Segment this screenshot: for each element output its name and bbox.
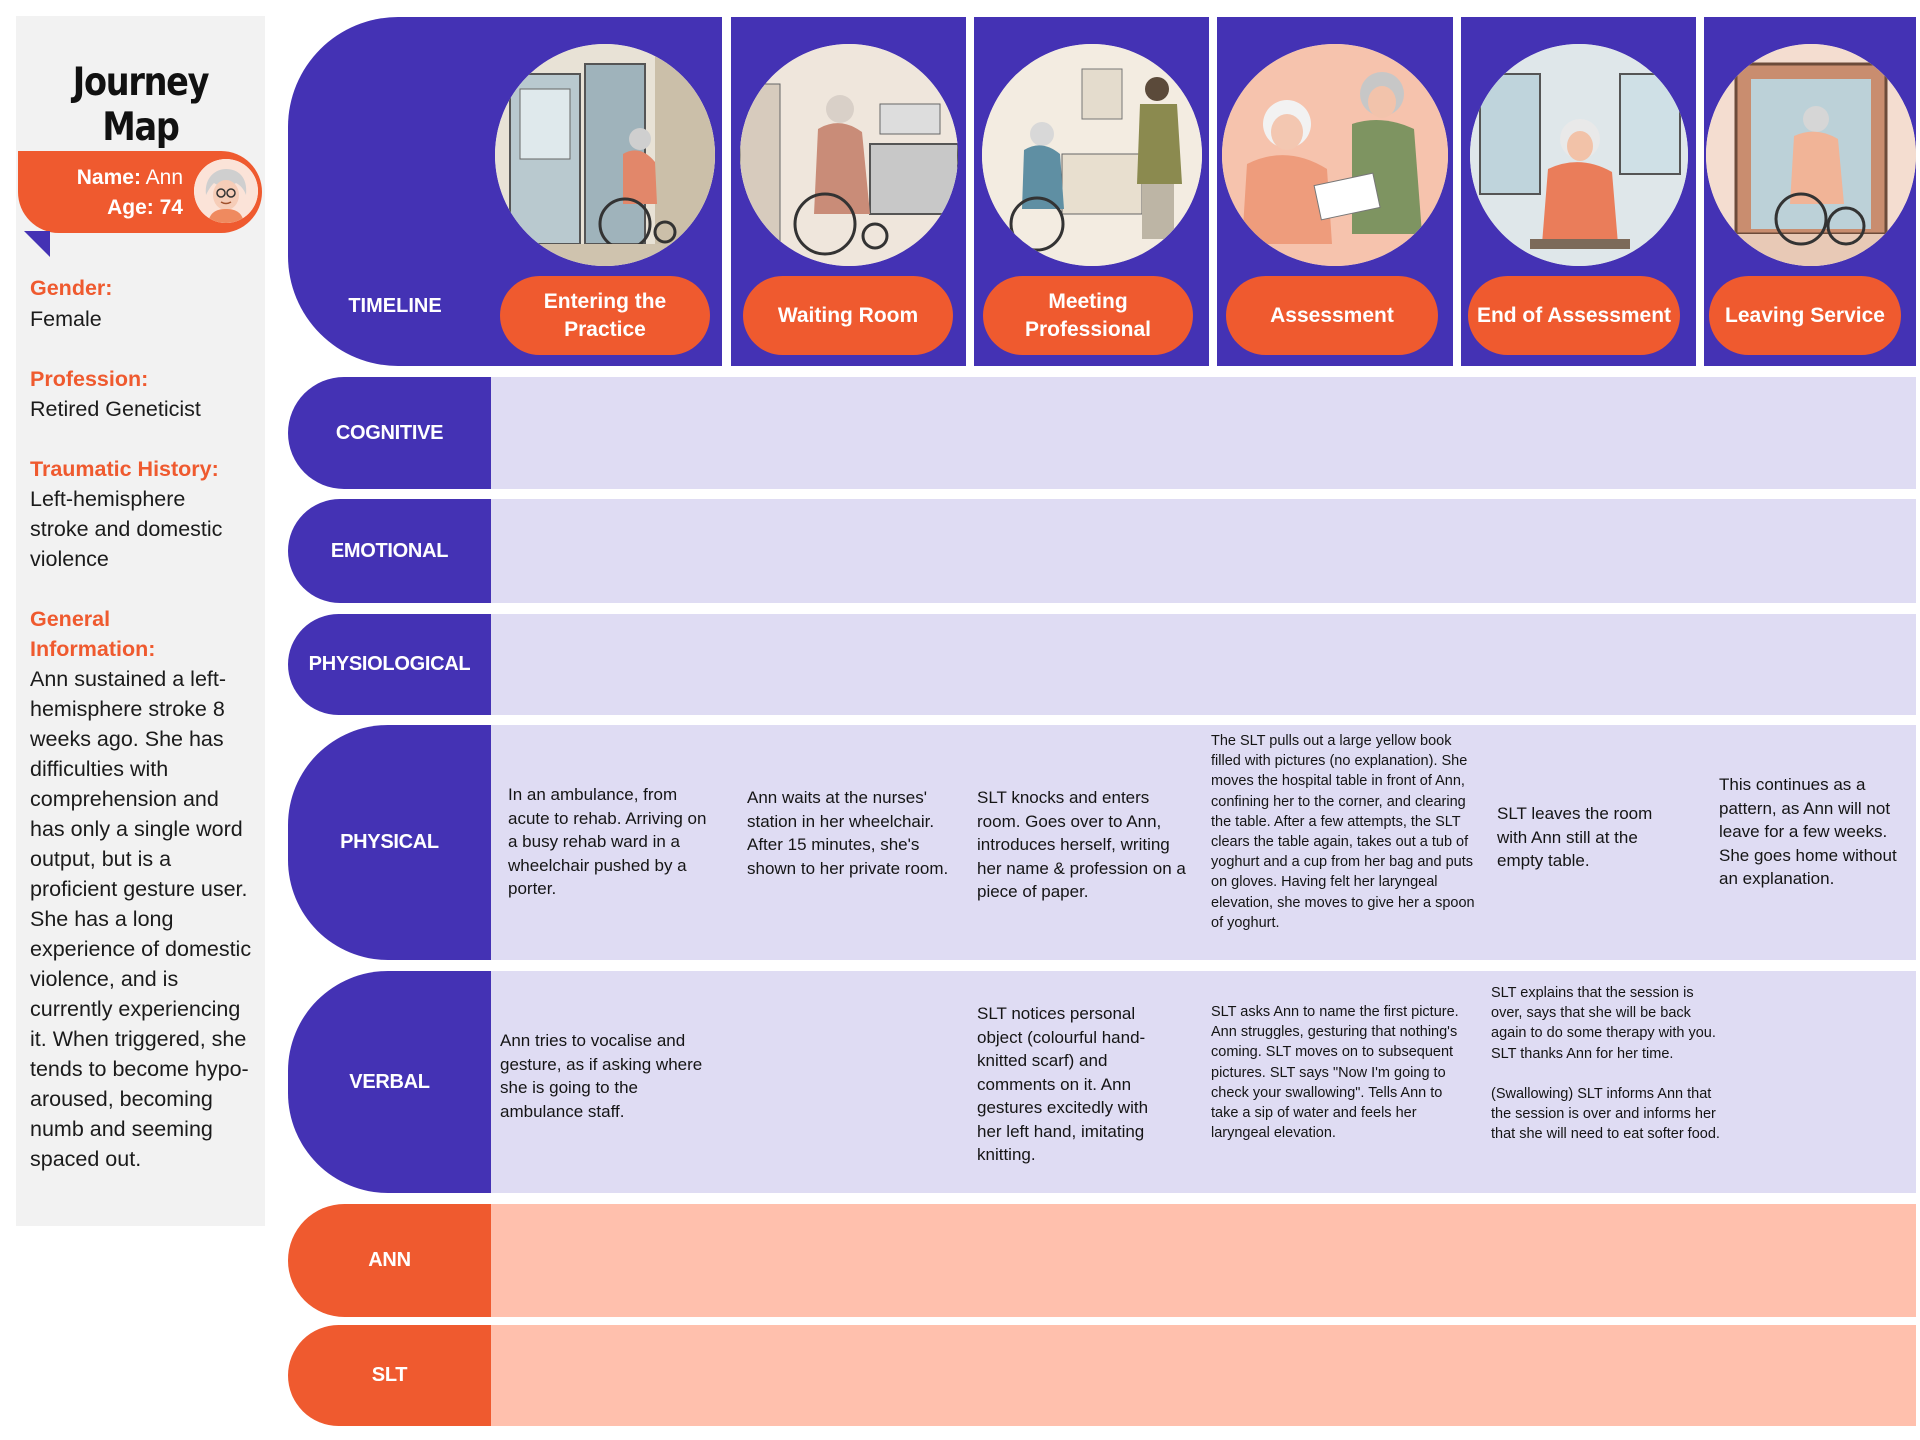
row-label-slt: SLT xyxy=(288,1325,491,1426)
physical-cell-assessment: The SLT pulls out a large yellow book fi… xyxy=(1211,733,1475,931)
general-info-value: Ann sustained a left-hemisphere stroke 8… xyxy=(30,667,252,1171)
row-body-ann xyxy=(491,1204,1916,1317)
row-body-physiological xyxy=(491,614,1916,715)
assessment-with-papers-icon xyxy=(1222,44,1448,266)
gender-value: Female xyxy=(30,307,102,331)
verbal-cell-entering: Ann tries to vocalise and gesture, as if… xyxy=(500,1031,703,1121)
physical-cell-leaving: This continues as a pattern, as Ann will… xyxy=(1719,775,1897,888)
elderly-woman-wheelchair-entering-icon xyxy=(495,44,715,266)
badge-tail xyxy=(24,231,50,257)
traumatic-history-value: Left-hemisphere stroke and domestic viol… xyxy=(30,487,223,571)
physical-cell-meeting: SLT knocks and enters room. Goes over to… xyxy=(977,788,1186,901)
profession-value: Retired Geneticist xyxy=(30,397,201,421)
elderly-woman-wheelchair-waiting-icon xyxy=(740,44,958,266)
row-label-physiological: PHYSIOLOGICAL xyxy=(288,614,491,715)
row-label-ann: ANN xyxy=(288,1204,491,1317)
stage-leaving-service[interactable]: Leaving Service xyxy=(1709,276,1901,355)
avatar-icon xyxy=(194,159,258,223)
gender-label: Gender: xyxy=(30,276,113,300)
general-info-label: General Information: xyxy=(30,607,156,661)
persona-name-age: Name: Ann Age: 74 xyxy=(18,163,183,223)
profession-label: Profession: xyxy=(30,367,149,391)
row-body-physical xyxy=(491,725,1916,960)
physical-cell-end: SLT leaves the room with Ann still at th… xyxy=(1497,804,1653,870)
row-body-cognitive xyxy=(491,377,1916,489)
stage-meeting-professional[interactable]: Meeting Professional xyxy=(983,276,1193,355)
professional-greeting-patient-icon xyxy=(982,44,1202,266)
physical-cell-entering: In an ambulance, from acute to rehab. Ar… xyxy=(508,785,707,898)
stage-waiting-room[interactable]: Waiting Room xyxy=(743,276,953,355)
row-body-emotional xyxy=(491,499,1916,603)
row-label-cognitive: COGNITIVE xyxy=(288,377,491,489)
stage-entering-the-practice[interactable]: Entering the Practice xyxy=(500,276,710,355)
row-body-slt xyxy=(491,1325,1916,1426)
row-label-emotional: EMOTIONAL xyxy=(288,499,491,603)
row-body-verbal xyxy=(491,971,1916,1193)
verbal-cell-end: SLT explains that the session is over, s… xyxy=(1491,985,1720,1143)
name-label: Name: xyxy=(76,166,141,189)
stage-assessment[interactable]: Assessment xyxy=(1226,276,1438,355)
age-value: 74 xyxy=(153,196,183,219)
stage-end-of-assessment[interactable]: End of Assessment xyxy=(1468,276,1680,355)
row-label-physical: PHYSICAL xyxy=(288,725,491,960)
page-title: Journey Map xyxy=(72,60,210,150)
patient-alone-after-session-icon xyxy=(1470,44,1688,266)
persona-panel: Journey Map Name: Ann Age: 74 Gender: Fe… xyxy=(16,16,265,1226)
traumatic-history-label: Traumatic History: xyxy=(30,457,219,481)
verbal-cell-meeting: SLT notices personal object (colourful h… xyxy=(977,1004,1149,1164)
verbal-cell-assessment: SLT asks Ann to name the first picture. … xyxy=(1211,1004,1459,1142)
timeline-label: TIMELINE xyxy=(348,295,442,317)
patient-leaving-through-door-icon xyxy=(1706,44,1916,266)
age-label: Age: xyxy=(107,196,154,219)
row-label-verbal: VERBAL xyxy=(288,971,491,1193)
name-value: Ann xyxy=(140,166,183,189)
physical-cell-waiting: Ann waits at the nurses' station in her … xyxy=(747,788,949,878)
persona-badge: Name: Ann Age: 74 xyxy=(18,151,262,233)
